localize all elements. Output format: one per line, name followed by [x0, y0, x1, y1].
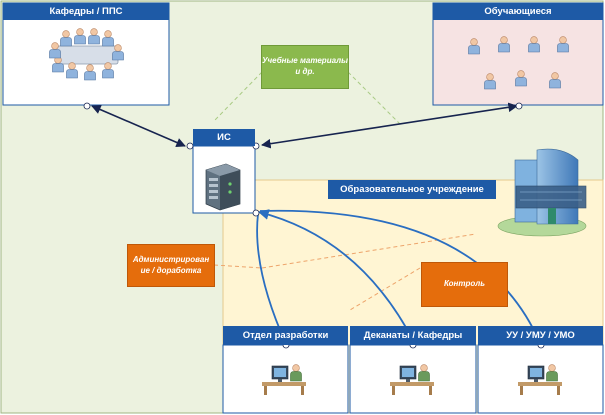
office-building-icon — [497, 148, 587, 237]
departments-title: Кафедры / ППС — [3, 3, 169, 20]
arrow-is-students — [261, 102, 518, 149]
meeting-people-icon — [49, 28, 124, 81]
arrow-is-departments — [91, 105, 186, 147]
arrow-is-deans — [257, 209, 415, 343]
students-title: Обучающиеся — [433, 3, 603, 20]
uu-box[interactable] — [477, 344, 604, 414]
deans-title: Деканаты / Кафедры — [350, 326, 476, 345]
control-note: Контроль — [421, 262, 508, 307]
uu-title: УУ / УМУ / УМО — [478, 326, 603, 345]
materials-note: Учебные материалы и др. — [261, 45, 349, 89]
dev-dept-title: Отдел разработки — [223, 326, 348, 345]
arrow-is-uu — [259, 209, 542, 344]
is-title: ИС — [193, 129, 255, 146]
server-rack-icon — [205, 163, 241, 211]
admin-note: Администрирован ие / доработка — [127, 244, 215, 287]
institution-label: Образовательное учреждение — [328, 180, 496, 199]
students-box[interactable] — [432, 2, 604, 106]
